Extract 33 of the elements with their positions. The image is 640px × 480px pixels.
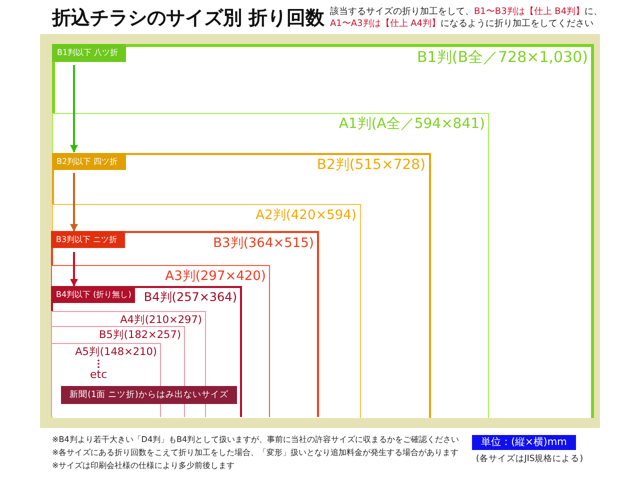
- paper-size-frame: [52, 152, 430, 418]
- arrow: [70, 252, 78, 287]
- size-label: A1判(A全／594×841): [338, 115, 485, 133]
- note-text: ※各サイズにある折り回数をこえて折り加工をした場合、「変形」扱いとなり追加料金が発生する場合があります: [52, 448, 459, 458]
- size-label: A2判(420×594): [256, 206, 356, 224]
- fold-tag: B4判以下 (折り無し): [51, 286, 135, 303]
- size-banner: 新聞(1面 ニツ折)からはみ出ないサイズ: [61, 386, 237, 404]
- paper-size-frame: [51, 231, 319, 417]
- fold-tag: B2判以下 四ツ折: [52, 152, 126, 170]
- arrow: [70, 173, 78, 232]
- size-label: A4判(210×297): [120, 313, 202, 327]
- size-label: B3判(364×515): [213, 235, 314, 252]
- size-label: B4判(257×364): [144, 289, 237, 306]
- note-text: 該当するサイズの折り加工をして、B1〜B3判は【仕上 B4判】に、A1〜A3判は【仕上 A4判】になるように折り加工をしてください: [330, 7, 604, 30]
- unit-box: 単位：(縦×横)mm: [472, 435, 576, 450]
- title: 折込チラシのサイズ別 折り回数: [52, 6, 325, 31]
- size-label: B2判(515×728): [316, 156, 426, 174]
- note-text: ※サイズは印刷会社様の仕様により多少前後します: [52, 461, 235, 472]
- paper-size-frame: [52, 204, 360, 418]
- note-text: (各サイズはJIS規格による): [476, 453, 584, 465]
- arrow: [70, 65, 78, 153]
- size-label: A5判(148×210): [75, 345, 157, 359]
- note-text: ※B4判より若干大きい「D4判」もB4判として扱いますが、事前に当社の許容サイズに収まるかをご確認ください: [52, 435, 460, 446]
- paper-size-frame: [51, 286, 242, 417]
- fold-tag: B3判以下 ニツ折: [51, 231, 125, 248]
- paper-size-frame: [51, 265, 270, 417]
- paper-size-frame: [52, 113, 489, 418]
- size-label: B1判(B全／728×1,030): [417, 48, 588, 67]
- size-label: A3判(297×420): [165, 268, 266, 285]
- etc-label: etc: [90, 368, 108, 381]
- size-label: B5判(182×257): [99, 328, 181, 342]
- paper-size-frame: [52, 44, 594, 418]
- fold-tag: B1判以下 八ツ折: [52, 44, 126, 62]
